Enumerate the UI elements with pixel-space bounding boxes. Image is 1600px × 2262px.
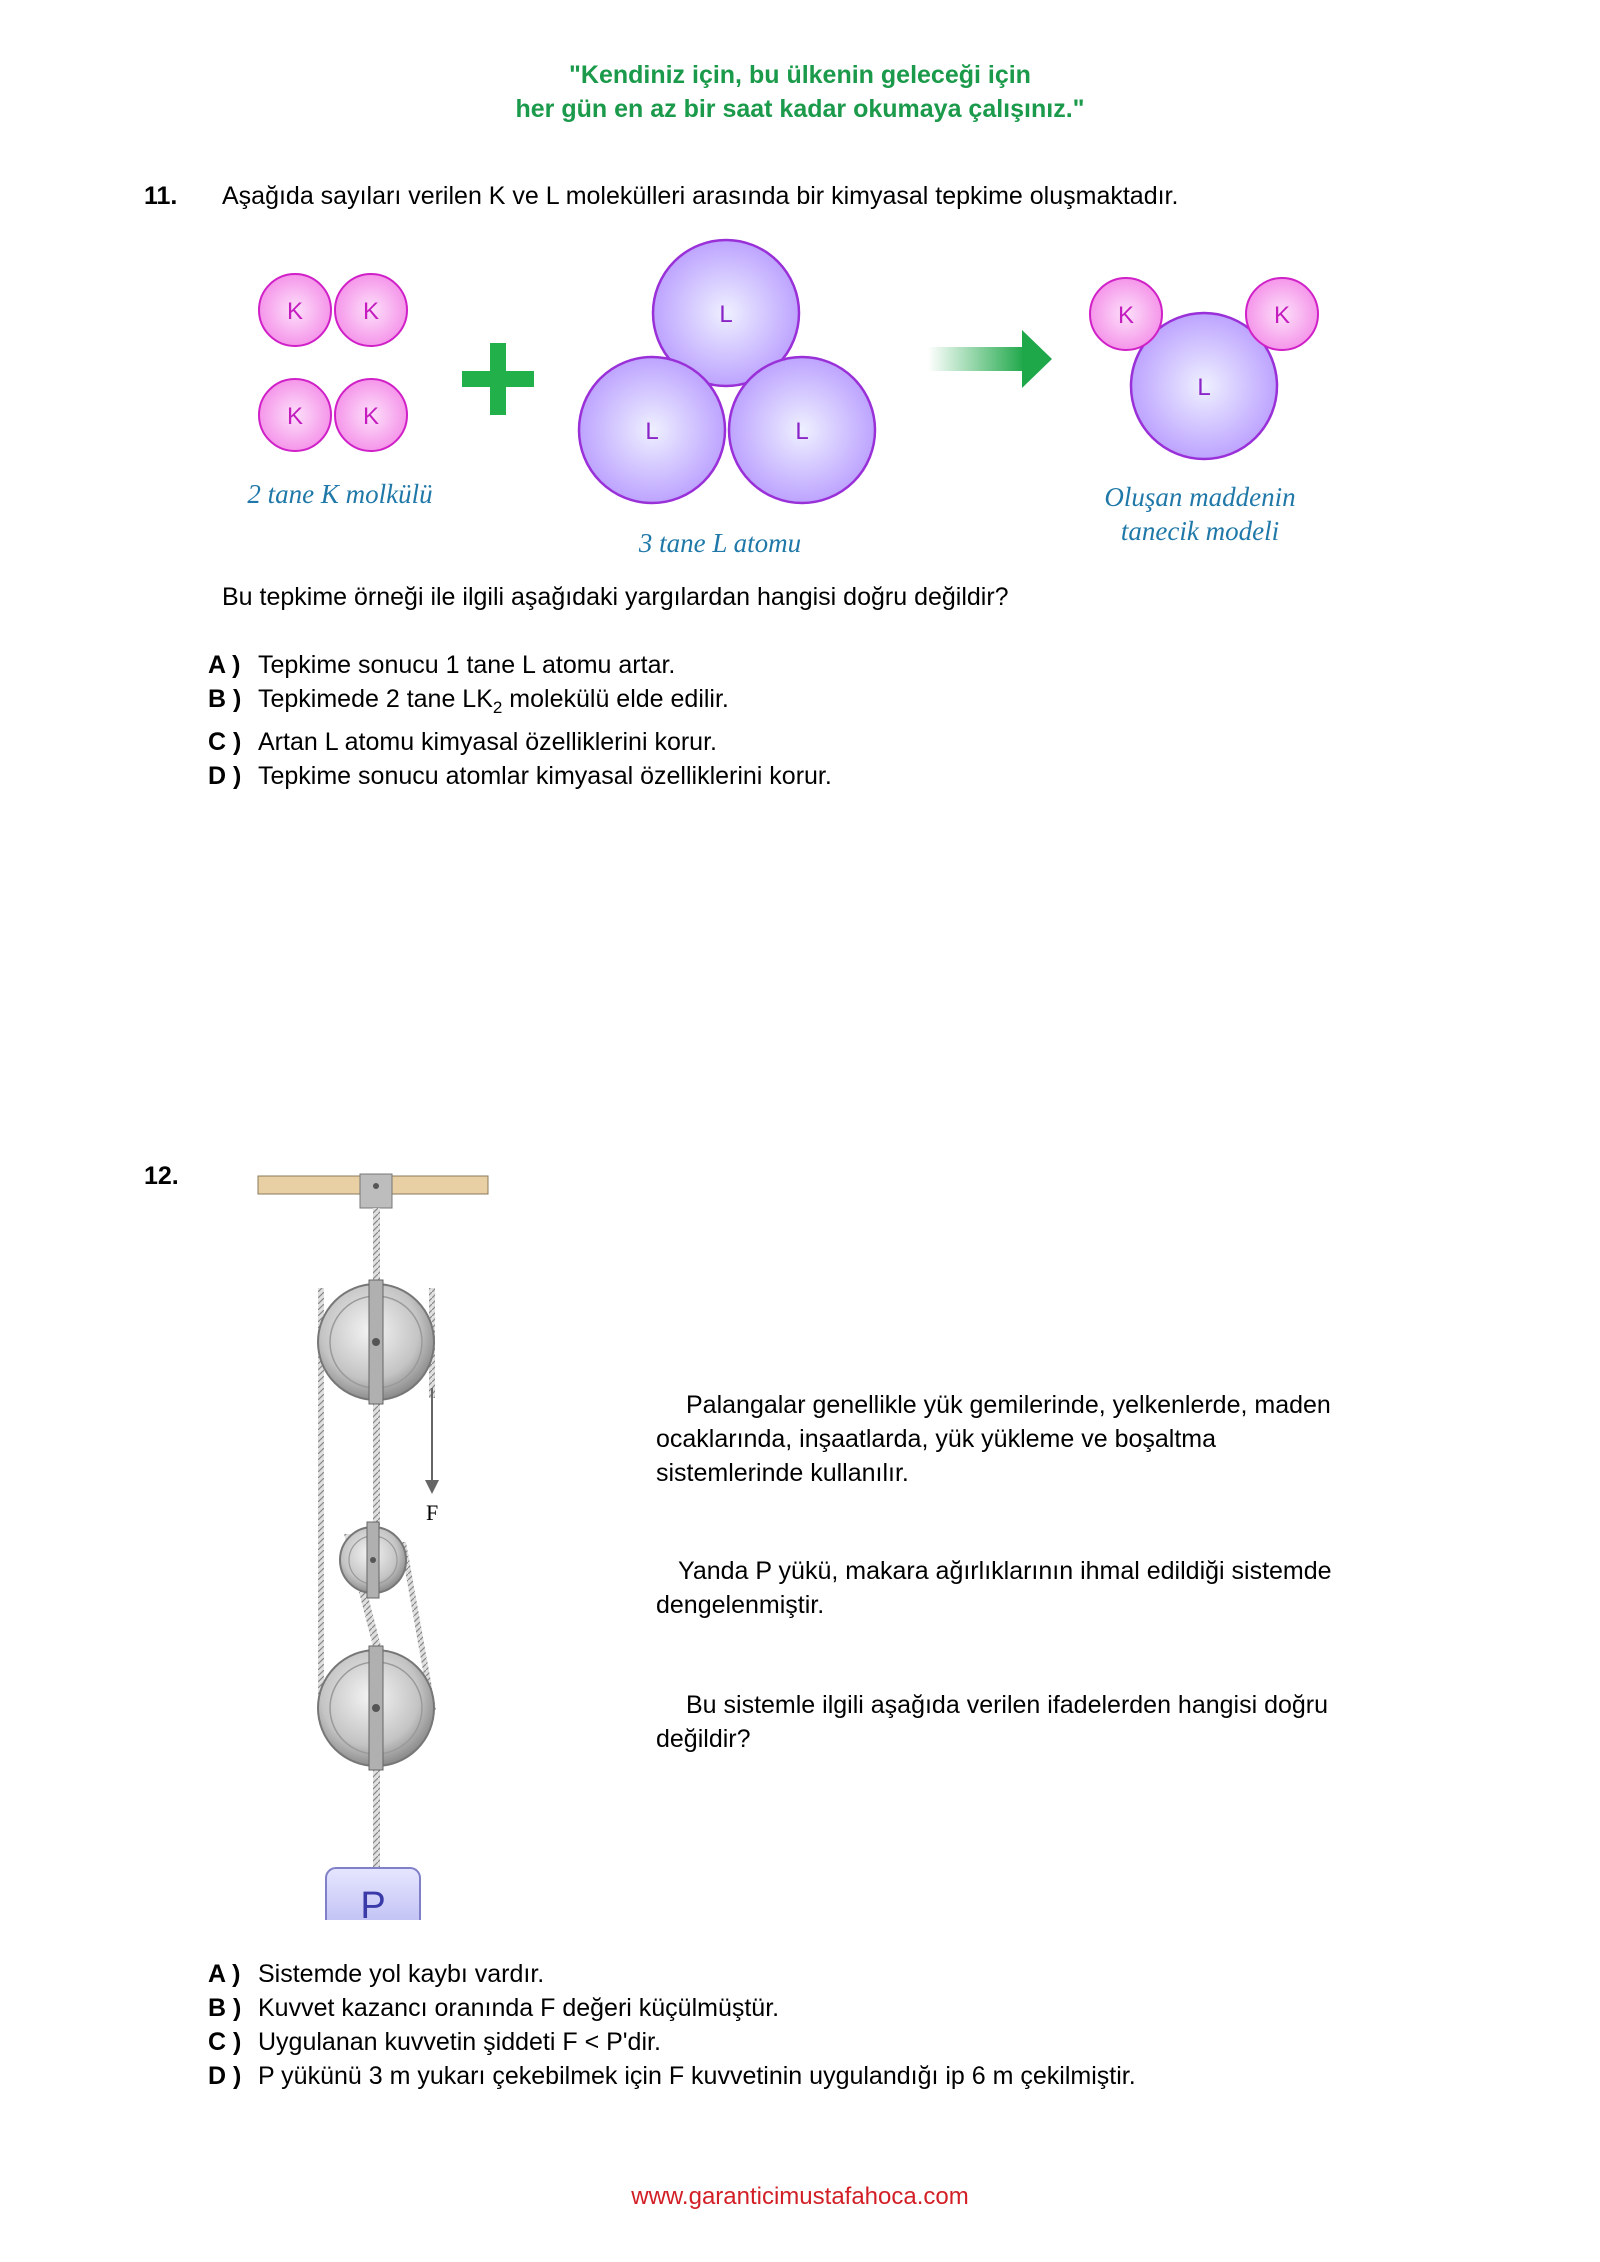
k-atom [1245,277,1319,351]
k-atom-label: K [363,298,379,325]
force-label: F [426,1500,438,1525]
ceiling-bracket [359,1173,393,1209]
option-text: Kuvvet kazancı oranında F değeri küçülmü… [258,1994,780,2022]
k-atom-label: K [363,403,379,430]
caption-product-line-2: tanecik modeli [1120,516,1280,546]
caption-k-molecules: 2 tane K molkülü [247,479,433,509]
load-box: P [325,1867,421,1920]
option-text: Artan L atomu kimyasal özelliklerini kor… [258,728,717,756]
k-atom-label: K [287,298,303,325]
question-11-text: Aşağıda sayıları verilen K ve L moleküll… [222,182,1179,210]
k-atom [258,378,332,452]
option-a[interactable]: A ) Tepkime sonucu 1 tane L atomu artar. [208,648,832,682]
pulley-system-diagram: F P [257,1173,489,1920]
k-molecule-2: K K [258,378,408,452]
rope [373,1208,380,1288]
rope [373,1760,380,1870]
option-text-subscript: 2 [492,698,503,717]
option-letter: B ) [208,1994,242,2022]
option-letter: D ) [208,2062,242,2090]
option-letter: A ) [208,651,241,679]
k-atom [1089,277,1163,351]
rope [400,1542,436,1710]
option-c[interactable]: C ) Artan L atomu kimyasal özelliklerini … [208,725,832,759]
option-d[interactable]: D ) Tepkime sonucu atomlar kimyasal özell… [208,759,832,793]
l-atom [651,238,801,388]
k-atom [258,273,332,347]
k-atom-label: K [1274,302,1290,329]
paragraph-pulley-usage: Palangalar genellikle yük gemilerinde, y… [656,1391,1331,1487]
rope [318,1288,324,1708]
caption-product-line-1: Oluşan maddenin [1104,482,1296,512]
question-12-number: 12. [144,1162,179,1190]
l-atoms: L L L [577,238,877,505]
k-atom-label: K [1118,302,1134,329]
l-atom-label: L [795,418,808,445]
option-text: Sistemde yol kaybı vardır. [258,1960,545,1988]
product-model: K K L [1089,277,1319,461]
l-atom [1129,311,1279,461]
option-text: Uygulanan kuvvetin şiddeti F < P'dir. [258,2028,661,2056]
option-text: Tepkime sonucu 1 tane L atomu artar. [258,651,676,679]
option-letter: B ) [208,685,242,713]
question-11-stem: Bu tepkime örneği ile ilgili aşağıdaki y… [222,583,1009,611]
question-12-stem: Bu sistemle ilgili aşağıda verilen ifade… [656,1691,1329,1753]
option-d[interactable]: D ) P yükünü 3 m yukarı çekebilmek için F… [208,2059,1136,2093]
reaction-arrow-icon [928,330,1052,388]
caption-l-atoms: 3 tane L atomu [638,528,802,558]
paragraph-equilibrium: Yanda P yükü, makara ağırlıklarının ihma… [656,1557,1332,1619]
option-letter: A ) [208,1960,241,1988]
bottom-pulley [317,1645,435,1771]
k-molecule-1: K K [258,273,408,347]
question-11-options: A )Tepkime sonucu 1 tane L atomu artar. … [208,648,832,793]
l-atom-label: L [645,418,658,445]
plus-sign-icon [462,343,534,415]
option-a[interactable]: A ) Sistemde yol kaybı vardır. [208,1957,1136,1991]
footer-website-link[interactable]: www.garanticimustafahoca.com [631,2183,969,2210]
rope [373,1390,380,1530]
top-pulley [317,1279,435,1405]
option-letter: C ) [208,2028,242,2056]
question-11-number: 11. [144,182,178,210]
load-label: P [360,1885,385,1920]
option-letter: C ) [208,728,242,756]
option-text: Tepkimede 2 tane LK [258,685,493,713]
option-b[interactable]: B ) Tepkimede 2 tane LK2 molekülü elde ed… [208,682,832,725]
option-letter: D ) [208,762,242,790]
option-c[interactable]: C ) Uygulanan kuvvetin şiddeti F < P'dir. [208,2025,1136,2059]
option-text: P yükünü 3 m yukarı çekebilmek için F ku… [258,2062,1136,2090]
k-atom-label: K [287,403,303,430]
force-arrow-icon [425,1388,439,1494]
k-atom [334,273,408,347]
l-atom [577,355,727,505]
motto-line-1: "Kendiniz için, bu ülkenin geleceği için [569,61,1031,89]
question-12-options: A ) Sistemde yol kaybı vardır. B ) Kuvvet … [208,1957,1136,2093]
l-atom [727,355,877,505]
l-atom-label: L [719,301,732,328]
l-atom-label: L [1197,374,1210,401]
option-text-continued: molekülü elde edilir. [502,685,729,713]
motto-line-2: her gün en az bir saat kadar okumaya çal… [515,95,1085,123]
k-atom [334,378,408,452]
reaction-diagram: K K K K L L L K K L [258,238,1319,505]
option-text: Tepkime sonucu atomlar kimyasal özellikl… [258,762,832,790]
option-b[interactable]: B ) Kuvvet kazancı oranında F değeri küçü… [208,1991,1136,2025]
middle-pulley [339,1521,407,1599]
